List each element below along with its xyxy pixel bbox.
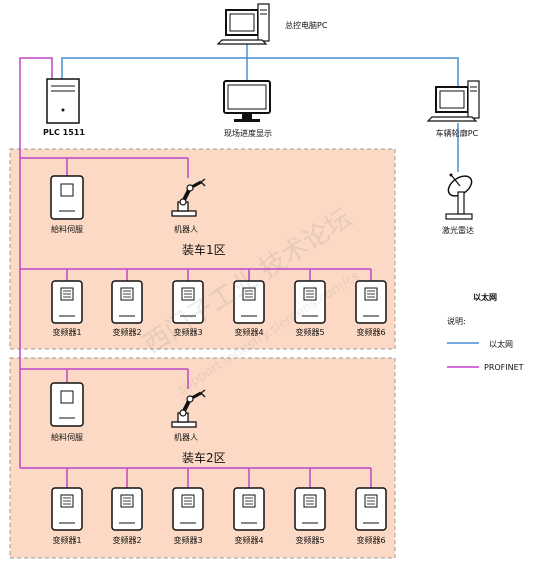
zone1-drive-3-label: 变频器3 <box>173 328 203 337</box>
zone2-drive-2-icon <box>111 487 143 531</box>
master-pc-label: 总控电脑PC <box>285 21 328 30</box>
device-icons <box>50 175 387 531</box>
zone2-drive-6-label: 变频器6 <box>356 536 386 545</box>
zone2-drive-2-label: 变频器2 <box>112 536 142 545</box>
zone1-drive-1-label: 变频器1 <box>52 328 82 337</box>
lidar-icon <box>445 173 473 220</box>
zone2-drive-4-icon <box>233 487 265 531</box>
zone1-servo-label: 給料伺服 <box>51 225 83 234</box>
zone1-drive-1-icon <box>51 280 83 324</box>
lidar-label: 激光雷达 <box>442 226 474 235</box>
zone1-drive-6-label: 变频器6 <box>356 328 386 337</box>
legend-heading: 说明: <box>447 317 466 326</box>
zone2-name: 装车2区 <box>182 451 226 465</box>
zone2-drive-6-icon <box>355 487 387 531</box>
plc-icon <box>46 78 80 124</box>
master-pc-icon <box>216 3 270 45</box>
zone2-robot-icon <box>171 389 206 428</box>
profinet-lines <box>19 57 372 488</box>
ethernet-lines <box>61 43 459 172</box>
zone1-drive-4-label: 变频器4 <box>234 328 264 337</box>
zone1-drive-5-label: 变频器5 <box>295 328 325 337</box>
zone2-drive-5-icon <box>294 487 326 531</box>
legend-profinet-label: PROFINET <box>484 363 524 372</box>
zone1-name: 装车1区 <box>182 243 226 257</box>
monitor-label: 现场进度显示 <box>224 129 272 138</box>
zone2-drive-3-icon <box>172 487 204 531</box>
zone2-drive-1-icon <box>51 487 83 531</box>
monitor-icon <box>223 80 271 122</box>
zone1-drive-2-label: 变频器2 <box>112 328 142 337</box>
zone1-drive-2-icon <box>111 280 143 324</box>
zone1-drive-4-icon <box>233 280 265 324</box>
zone2-drive-1-label: 变频器1 <box>52 536 82 545</box>
zone2-servo-label: 給料伺服 <box>51 433 83 442</box>
zone1-drive-3-icon <box>172 280 204 324</box>
zone2-drive-3-label: 变频器3 <box>173 536 203 545</box>
zone2-robot-label: 机器人 <box>174 433 198 442</box>
zone1-drive-6-icon <box>355 280 387 324</box>
zone2-drive-4-label: 变频器4 <box>234 536 264 545</box>
vehicle-pc-icon <box>426 80 480 122</box>
legend-title: 以太网 <box>473 293 497 302</box>
zone1-robot-label: 机器人 <box>174 225 198 234</box>
zone1-servo-icon <box>50 175 84 220</box>
zone2-drive-5-label: 变频器5 <box>295 536 325 545</box>
vehicle-pc-label: 车辆轮廓PC <box>435 129 479 138</box>
legend-ethernet-label: 以太网 <box>489 340 513 349</box>
zone1-drive-5-icon <box>294 280 326 324</box>
zone2-servo-icon <box>50 382 84 427</box>
plc-label: PLC 1511 <box>43 128 85 137</box>
zone1-robot-icon <box>171 178 206 217</box>
